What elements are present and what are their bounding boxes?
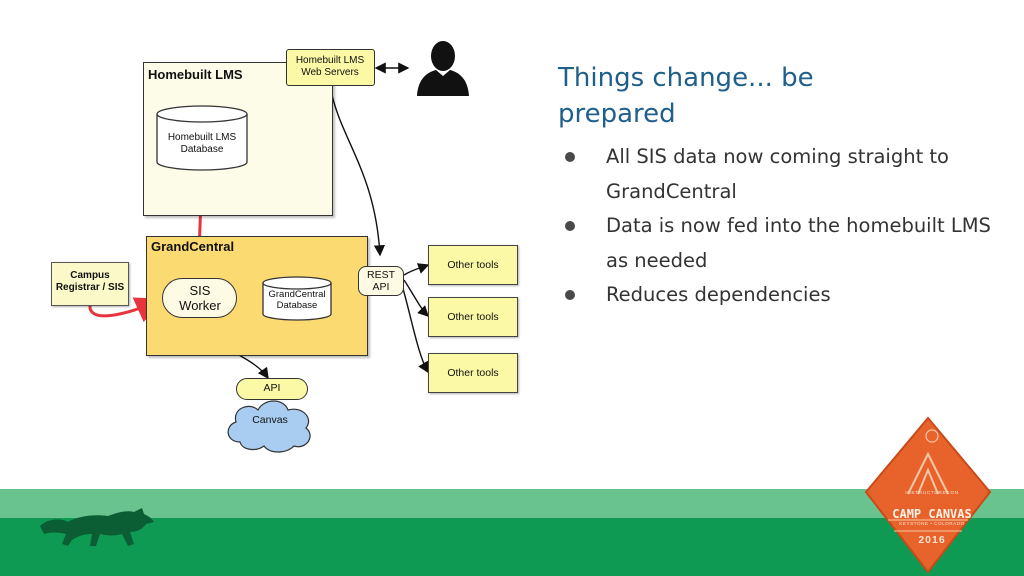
lms-database [156, 105, 248, 171]
gc-database-label: GrandCentral Database [268, 289, 326, 311]
web-servers-label: Homebuilt LMS Web Servers [295, 55, 365, 78]
grandcentral-group-label: GrandCentral [151, 239, 235, 254]
homebuilt-lms-group-label: Homebuilt LMS [148, 67, 243, 82]
other-tools-box-1 [428, 245, 518, 285]
other-tools-label-2: Other tools [447, 311, 499, 323]
api-box [236, 378, 308, 400]
rest-api-label: REST API [366, 269, 395, 293]
user-icon [417, 41, 469, 96]
badge-year-text: 2016 [918, 534, 946, 546]
bullet-item: Reduces dependencies [562, 278, 992, 313]
badge-location-text: KEYSTONE • COLORADO [899, 522, 965, 527]
api-label: API [263, 382, 281, 394]
web-servers-box [286, 49, 375, 86]
bullet-icon [565, 290, 575, 300]
wolf-icon [40, 508, 154, 546]
slide-title: Things change... be prepared [558, 63, 814, 129]
campus-registrar-box [51, 262, 129, 306]
rest-api-box [358, 266, 404, 296]
other-tools-box-2 [428, 297, 518, 337]
bullet-icon [565, 221, 575, 231]
gc-database [262, 276, 332, 321]
footer-band-dark [0, 518, 1024, 576]
bullet-text: Reduces dependencies [606, 283, 831, 306]
bullet-item: Data is now fed into the homebuilt LMS a… [562, 209, 992, 278]
campus-registrar-label: Campus Registrar / SIS [55, 270, 125, 293]
rest-tools-arrow-3 [401, 284, 429, 374]
bullet-icon [565, 152, 575, 162]
badge-name-text: CAMP CANVAS [892, 507, 972, 521]
bullet-text: Data is now fed into the homebuilt LMS a… [606, 214, 991, 272]
canvas-cloud [227, 400, 311, 453]
canvas-label: Canvas [252, 414, 288, 426]
lms-database-label: Homebuilt LMS Database [167, 132, 237, 155]
footer-band-light [0, 489, 1024, 518]
other-tools-label-3: Other tools [447, 367, 499, 379]
other-tools-label-1: Other tools [447, 259, 499, 271]
rest-tools-arrow-1 [403, 263, 430, 276]
rest-tools-arrow-2 [403, 279, 429, 317]
camp-canvas-badge [864, 416, 992, 574]
bullet-item: All SIS data now coming straight to Gran… [562, 140, 992, 209]
other-tools-box-3 [428, 353, 518, 393]
webservers-rest-arrow [329, 85, 386, 257]
sis-worker-label: SIS Worker [179, 283, 221, 313]
badge-top-text: INSTRUCTURECON [905, 491, 959, 496]
sis-worker [162, 278, 237, 318]
bullet-list: All SIS data now coming straight to Gran… [562, 140, 992, 313]
bullet-text: All SIS data now coming straight to Gran… [606, 145, 949, 203]
